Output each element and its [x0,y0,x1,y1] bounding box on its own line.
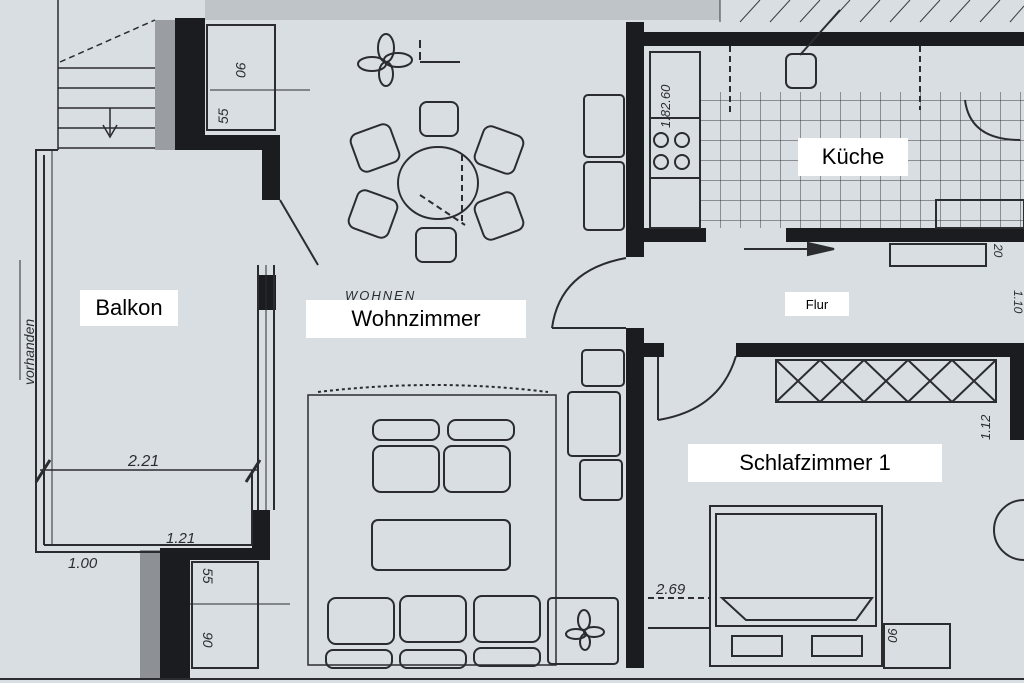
dim-schlaf-90: 90 [885,628,900,643]
dim-cabinet-top-w: 90 [233,62,249,78]
door-arcs [551,257,737,421]
handwritten-vorhanden: vorhanden [21,319,37,385]
dim-cabinet-top-d: 55 [215,108,231,124]
radiators [567,94,625,501]
dashed-marker [419,40,460,63]
room-label-schlafzimmer: Schlafzimmer 1 [688,444,942,482]
kitchen [649,9,1024,267]
top-strip [205,0,720,20]
dim-balkon-edge: 1.00 [68,555,98,572]
top-hatching [719,0,1024,23]
wardrobe [775,359,997,403]
wall-gray [140,550,160,680]
room-label-balkon: Balkon [80,290,178,326]
bed [648,499,1024,669]
stairs [57,0,156,150]
dim-cabinet-bot-d: 55 [200,568,216,584]
handwritten-wohnen: WOHNEN [345,288,416,303]
door-line-living [279,199,319,266]
room-label-flur: Flur [785,292,849,316]
room-label-wohnzimmer: Wohnzimmer [306,300,526,338]
balcony-outline [19,149,275,553]
dim-balkon-depth: 1.21 [166,530,195,547]
sofa-area [307,384,619,669]
dim-flur-110: 1.10 [1011,290,1024,314]
dim-schlaf-112: 1.12 [978,414,993,440]
plant-icon [357,33,413,87]
dim-cabinet-bot-w: 90 [200,632,216,648]
plant-corner-icon [565,609,605,651]
dim-schlaf-269: 2.69 [655,581,686,598]
walls [160,18,1024,678]
cabinet-bottom [0,561,1024,680]
dining-set [347,101,525,263]
room-label-kueche: Küche [798,138,908,176]
cabinet-top [206,24,310,131]
dim-kitchen-depth: 1.82.60 [658,84,673,128]
corridor-arrow [744,241,835,257]
dim-flur-20: 20 [991,243,1005,258]
stair-wall [155,20,175,150]
dim-balkon-width: 2.21 [127,453,159,470]
